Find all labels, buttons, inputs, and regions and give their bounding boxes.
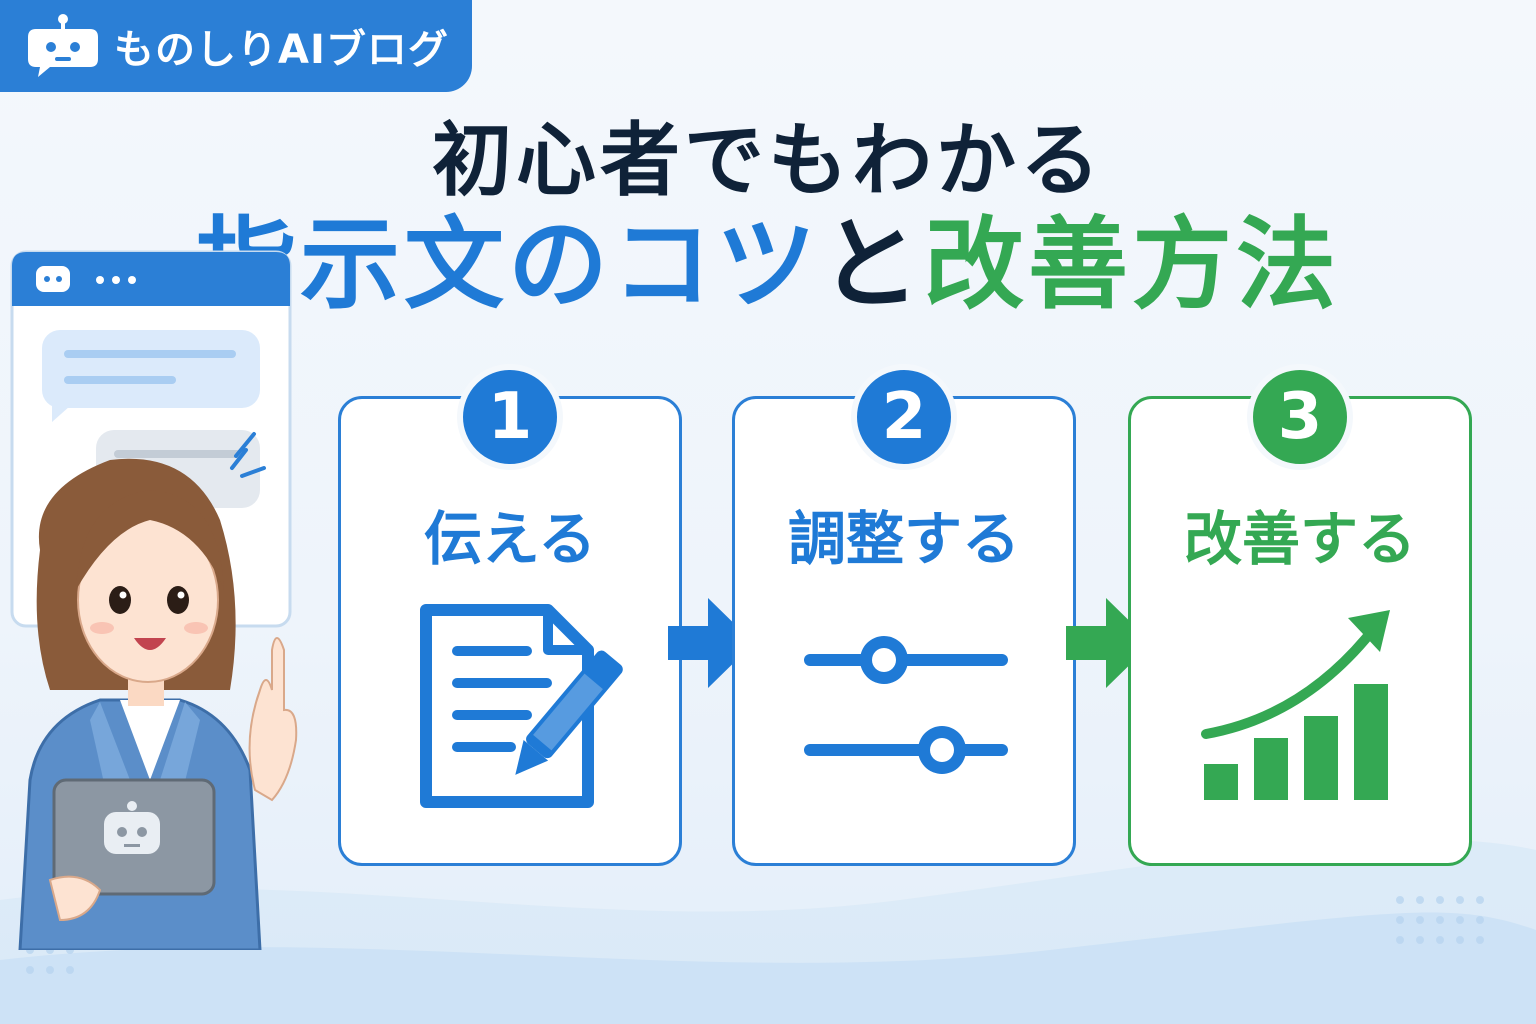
step-number-3: 3 — [1247, 364, 1353, 470]
step-number-1: 1 — [457, 364, 563, 470]
title-part-and: と — [820, 206, 924, 323]
woman-illustration — [18, 458, 298, 950]
step-label-2: 調整する — [787, 505, 1020, 573]
page-title-line2: 指示文のコツと改善方法 — [0, 210, 1536, 320]
step-card-2 — [732, 396, 1076, 866]
page-title-line1: 初心者でもわかる — [432, 114, 1104, 207]
title-part-tips: 指示文のコツ — [196, 206, 820, 323]
brand-badge[interactable]: ものしりAIブログ — [0, 0, 472, 92]
step-label-1: 伝える — [423, 505, 597, 573]
document-pencil-icon — [420, 604, 623, 808]
step-card-1 — [338, 396, 682, 866]
arrow-right-icon — [668, 598, 754, 688]
step-number-2: 2 — [851, 364, 957, 470]
step-label-3: 改善する — [1183, 505, 1416, 573]
step-card-3 — [1128, 396, 1472, 866]
title-part-improve: 改善方法 — [924, 206, 1340, 323]
arrow-right-icon — [1066, 598, 1152, 688]
sliders-icon — [804, 636, 1008, 774]
brand-name: ものしりAIブログ — [114, 27, 449, 73]
robot-icon — [28, 14, 98, 77]
growth-chart-icon — [1201, 610, 1390, 800]
